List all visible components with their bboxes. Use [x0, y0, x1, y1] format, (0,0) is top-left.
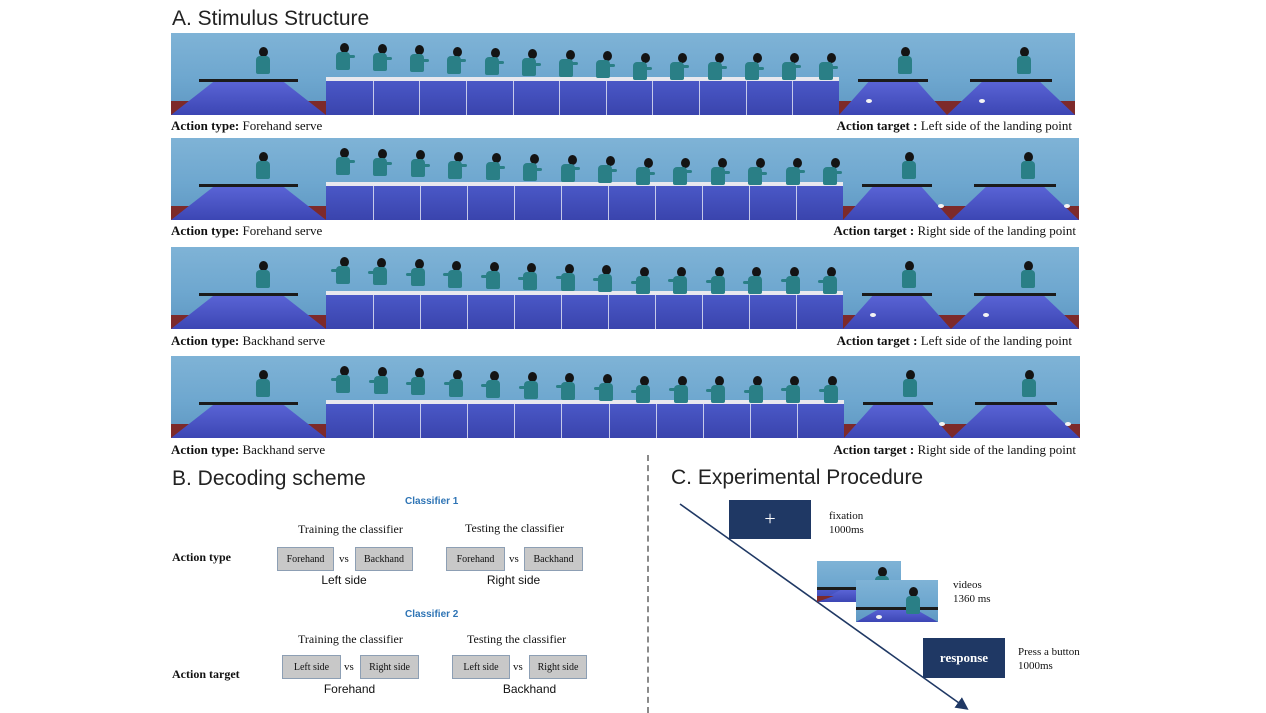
classifier-1-train-backhand-box: Backhand — [355, 547, 413, 571]
classifier-2-train-right-box: Right side — [360, 655, 419, 679]
stimulus-strip-2 — [171, 138, 1079, 220]
section-divider — [647, 455, 649, 713]
sequence-frame — [326, 247, 843, 329]
classifier-2-test-vs: vs — [513, 661, 523, 673]
video-thumbnail-front — [856, 580, 938, 622]
wide-view-frame — [951, 138, 1079, 220]
stimulus-1-target-caption: Action target : Left side of the landing… — [836, 118, 1072, 133]
classifier-1-train-condition: Left side — [321, 573, 367, 587]
stimulus-1-type-caption: Action type: Forehand serve — [171, 118, 323, 133]
fixation-cross-icon: + — [764, 508, 776, 530]
section-b-title: B. Decoding scheme — [172, 467, 366, 490]
wide-view-frame — [844, 356, 952, 438]
response-label: Press a button — [1018, 646, 1080, 658]
ball-landing-point — [870, 313, 876, 317]
classifier-2-test-condition: Backhand — [502, 682, 557, 696]
response-time: 1000ms — [1018, 660, 1053, 672]
response-note: Press a button 1000ms — [1018, 645, 1080, 673]
classifier-1-test-forehand-box: Forehand — [446, 547, 505, 571]
videos-time: 1360 ms — [953, 593, 991, 605]
stimulus-4-type-caption: Action type: Backhand serve — [171, 442, 326, 457]
ball-landing-point — [938, 204, 945, 208]
stimulus-3-type-caption: Action type: Backhand serve — [171, 333, 326, 348]
section-c-title: C. Experimental Procedure — [671, 466, 924, 489]
wide-view-frame — [171, 247, 326, 329]
classifier-2-row-label: Action target — [172, 667, 240, 681]
classifier-1-train-vs: vs — [339, 553, 349, 565]
classifier-2-testing-heading: Testing the classifier — [467, 632, 567, 646]
videos-label: videos — [953, 579, 982, 591]
response-box: response — [923, 638, 1005, 678]
stimulus-strip-1 — [171, 33, 1075, 115]
classifier-2-test-right-box: Right side — [529, 655, 587, 679]
classifier-2-train-vs: vs — [344, 661, 354, 673]
sequence-frame — [326, 356, 844, 438]
ball-landing-point — [983, 313, 989, 317]
ball-landing-point — [1064, 422, 1071, 426]
sequence-frame — [326, 33, 839, 115]
classifier-1-testing-heading: Testing the classifier — [465, 521, 565, 535]
classifier-2-train-left-box: Left side — [282, 655, 341, 679]
classifier-1-row-label: Action type — [172, 550, 231, 564]
fixation-time: 1000ms — [829, 524, 864, 536]
stimulus-strip-4 — [171, 356, 1080, 438]
wide-view-frame — [171, 33, 326, 115]
wide-view-frame — [171, 138, 326, 220]
classifier-2-test-left-box: Left side — [452, 655, 510, 679]
wide-view-frame — [839, 33, 947, 115]
fixation-label: fixation — [829, 510, 864, 522]
classifier-1-test-vs: vs — [509, 553, 519, 565]
stimulus-strip-3 — [171, 247, 1079, 329]
stimulus-4-target-caption: Action target : Right side of the landin… — [833, 442, 1076, 457]
classifier-1-test-backhand-box: Backhand — [524, 547, 583, 571]
wide-view-frame — [843, 247, 951, 329]
ball-landing-point — [939, 422, 946, 426]
classifier-2-training-heading: Training the classifier — [298, 632, 403, 646]
wide-view-frame — [947, 33, 1075, 115]
classifier-1-training-heading: Training the classifier — [298, 522, 403, 536]
section-a-title: A. Stimulus Structure — [172, 7, 370, 30]
wide-view-frame — [843, 138, 951, 220]
ball-landing-point — [1063, 204, 1070, 208]
wide-view-frame — [952, 356, 1080, 438]
stimulus-2-type-caption: Action type: Forehand serve — [171, 223, 323, 238]
classifier-1-title: Classifier 1 — [405, 496, 459, 507]
classifier-1-test-condition: Right side — [486, 573, 541, 587]
classifier-2-train-condition: Forehand — [323, 682, 376, 696]
videos-note: videos 1360 ms — [953, 578, 991, 606]
ball-landing-point — [979, 99, 985, 103]
wide-view-frame — [171, 356, 326, 438]
ball-landing-point — [866, 99, 872, 103]
sequence-frame — [326, 138, 843, 220]
wide-view-frame — [951, 247, 1079, 329]
classifier-2-title: Classifier 2 — [405, 609, 459, 620]
fixation-box: + — [729, 500, 811, 539]
stimulus-2-target-caption: Action target : Right side of the landin… — [833, 223, 1076, 238]
fixation-note: fixation 1000ms — [829, 509, 864, 537]
classifier-1-train-forehand-box: Forehand — [277, 547, 334, 571]
timeline-arrow — [679, 503, 969, 710]
stimulus-3-target-caption: Action target : Left side of the landing… — [836, 333, 1072, 348]
